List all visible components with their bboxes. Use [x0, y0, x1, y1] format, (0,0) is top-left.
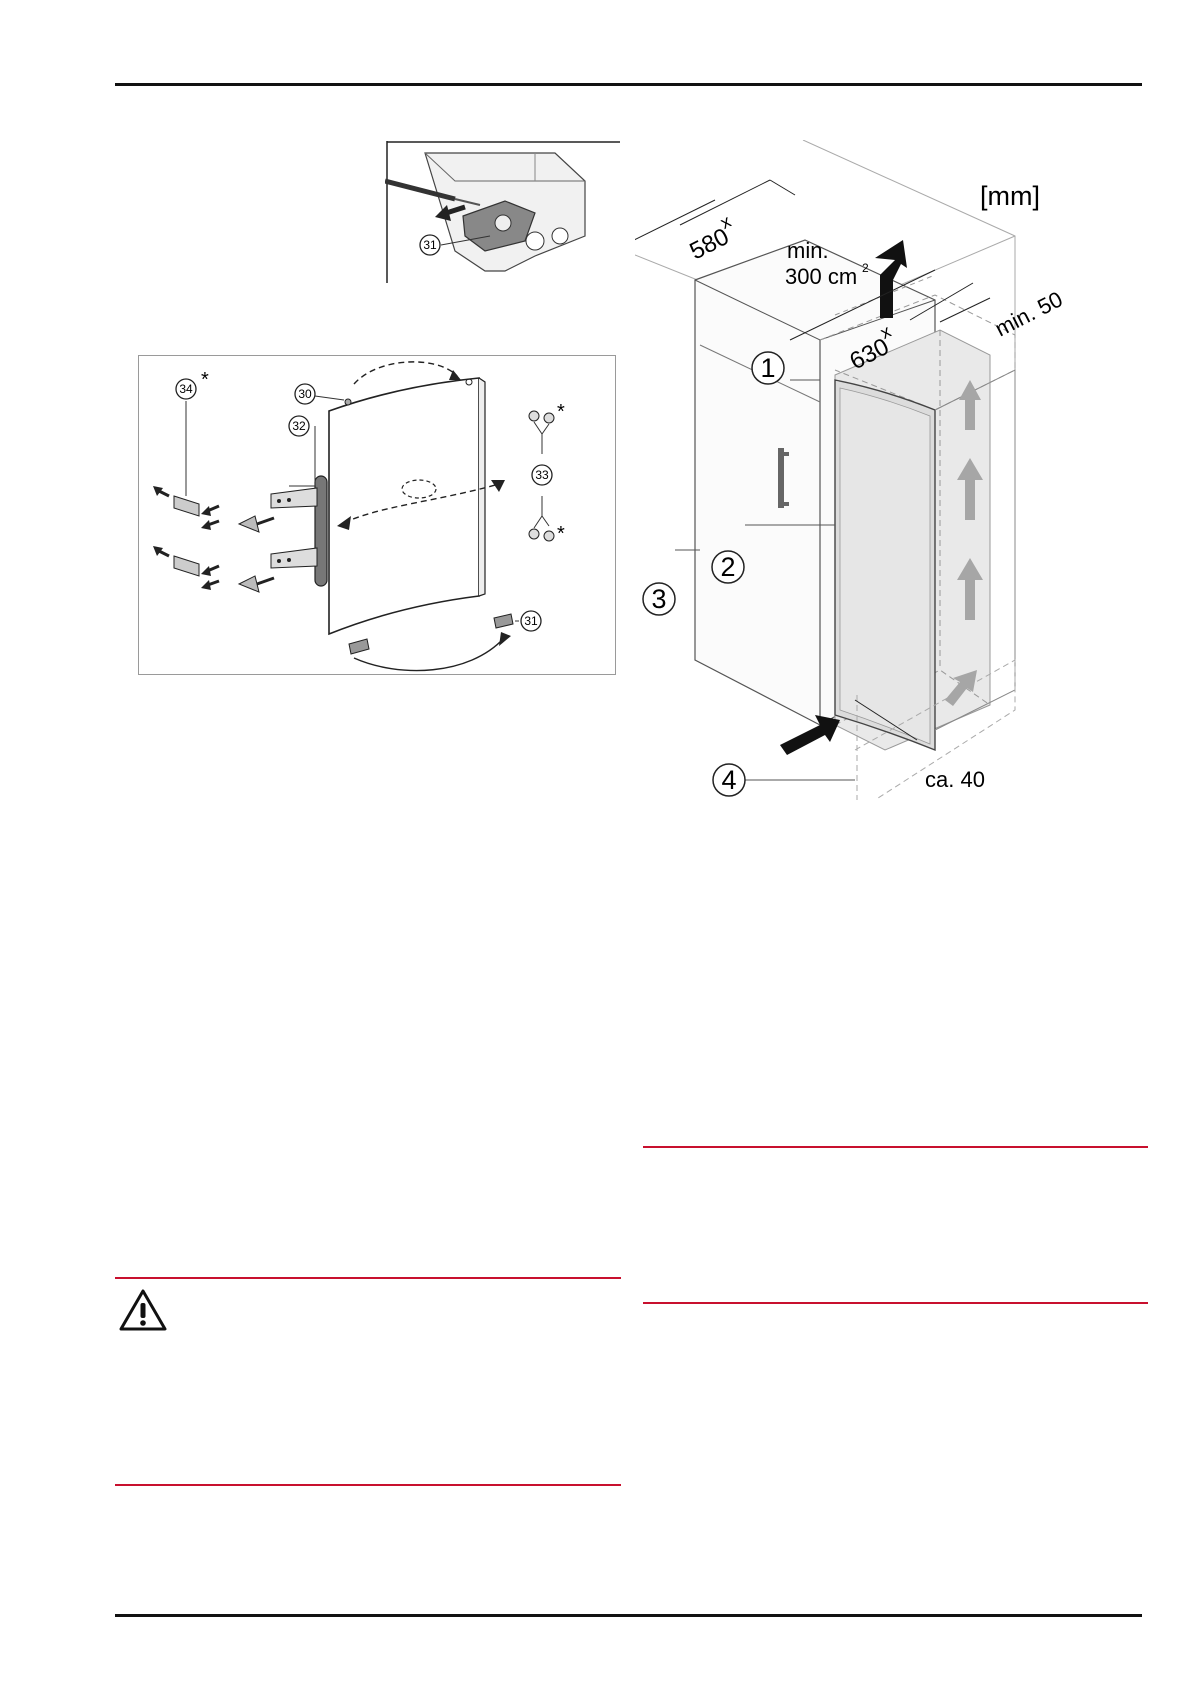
callout-32-circle — [288, 415, 310, 437]
callout-34-circle — [175, 378, 197, 400]
callout-30: 30 — [298, 387, 312, 401]
header-rule — [115, 83, 1142, 86]
label-1-circle — [751, 351, 785, 385]
callout-30-circle — [294, 383, 316, 405]
footer-rule — [115, 1614, 1142, 1617]
notice-rule-top — [643, 1146, 1148, 1148]
warning-triangle-icon — [117, 1287, 169, 1333]
warning-rule-top — [115, 1277, 621, 1279]
star-33-bottom: * — [557, 523, 565, 545]
notice-rule-bottom — [643, 1302, 1148, 1304]
label-1: 1 — [760, 353, 775, 383]
unit-label: [mm] — [980, 181, 1040, 211]
star-34: * — [201, 369, 209, 391]
callout-33-circle — [531, 464, 553, 486]
vent-label-line2: 300 cm — [785, 264, 857, 289]
callout-31-circle — [419, 234, 441, 256]
callout-32: 32 — [292, 419, 306, 433]
vent-label-line1: min. — [787, 238, 829, 263]
hinge-detail-figure: 31 — [385, 141, 620, 283]
label-4-circle — [712, 763, 746, 797]
label-4: 4 — [721, 765, 736, 795]
callout-31-circle-lower — [520, 610, 542, 632]
callout-34: 34 — [179, 382, 193, 396]
label-2-circle — [711, 550, 745, 584]
top-gap-dimension: min. 50 — [991, 286, 1067, 341]
callout-33: 33 — [535, 468, 549, 482]
door-reversal-figure: 34 30 32 33 31 * * * — [138, 355, 616, 675]
installation-figure: [mm] 580 x 630 x min. 300 cm 2 min. 50 c… — [635, 140, 1135, 800]
callout-31-lower: 31 — [524, 614, 538, 628]
label-3-circle — [642, 582, 676, 616]
warning-rule-bottom — [115, 1484, 621, 1486]
label-2: 2 — [720, 552, 735, 582]
label-3: 3 — [651, 584, 666, 614]
bottom-gap-dimension: ca. 40 — [925, 767, 985, 792]
vent-label-superscript: 2 — [862, 261, 869, 275]
callout-31: 31 — [423, 238, 437, 252]
star-33-top: * — [557, 401, 565, 423]
